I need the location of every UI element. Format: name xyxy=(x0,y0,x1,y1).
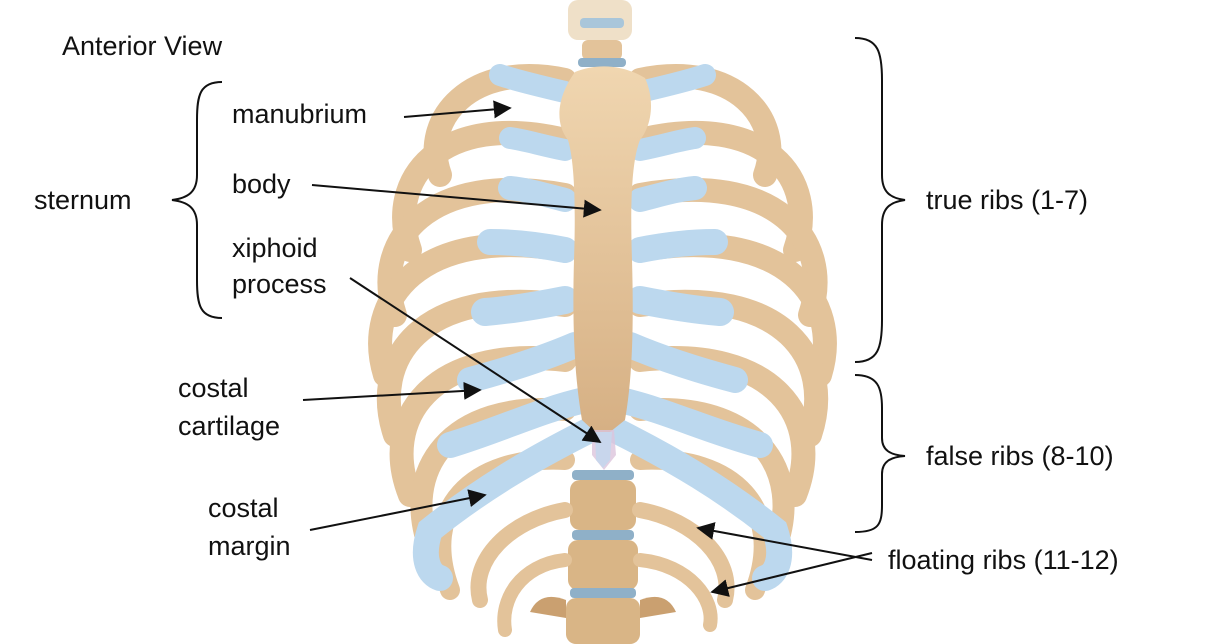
arrow-manubrium xyxy=(403,100,512,119)
label-sternum: sternum xyxy=(34,185,132,215)
vertebral-column xyxy=(530,0,676,644)
arrow-xiphoid xyxy=(349,277,602,443)
label-true-ribs: true ribs (1-7) xyxy=(926,185,1089,215)
label-costal-cartilage-line1: costal xyxy=(178,373,249,403)
arrow-costal-cartilage xyxy=(302,381,482,401)
label-manubrium: manubrium xyxy=(232,99,368,129)
arrow-body xyxy=(311,184,602,218)
arrow-costal-margin xyxy=(309,489,487,531)
bracket-true-ribs xyxy=(854,37,906,363)
leader-lines xyxy=(302,100,873,597)
view-title: Anterior View xyxy=(62,31,223,61)
label-costal-margin-line2: margin xyxy=(208,531,291,561)
bracket-sternum xyxy=(171,81,223,319)
label-costal-margin-line1: costal xyxy=(208,493,279,523)
arrow-floating-1 xyxy=(696,522,873,561)
label-xiphoid-line1: xiphoid xyxy=(232,233,318,263)
label-false-ribs: false ribs (8-10) xyxy=(926,441,1114,471)
costal-cartilages xyxy=(412,64,793,591)
label-body: body xyxy=(232,169,291,199)
label-xiphoid-line2: process xyxy=(232,269,327,299)
label-costal-cartilage-line2: cartilage xyxy=(178,411,281,441)
arrow-floating-2 xyxy=(710,552,873,597)
label-floating-ribs: floating ribs (11-12) xyxy=(888,545,1119,575)
bracket-false-ribs xyxy=(854,374,906,533)
